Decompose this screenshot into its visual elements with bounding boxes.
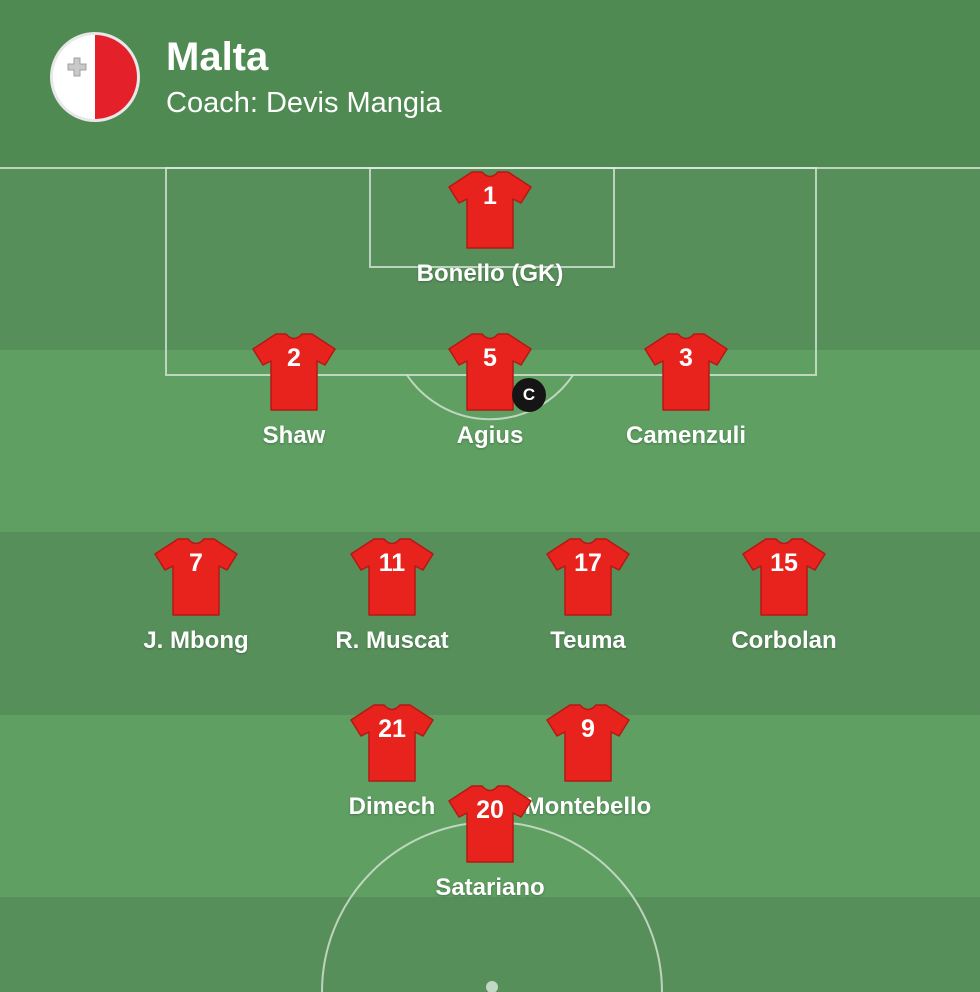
shirt-shape [154, 538, 238, 616]
jersey-icon: 20 [447, 784, 533, 864]
shirt-shape [546, 538, 630, 616]
player-name: Camenzuli [625, 422, 747, 449]
jersey-number: 1 [483, 182, 497, 210]
jersey-icon: 9 [545, 703, 631, 783]
jersey-icon: 2 [251, 332, 337, 412]
player-token[interactable]: 15 Corbolan [684, 537, 884, 655]
player-token[interactable]: 7 J. Mbong [96, 537, 296, 655]
player-name: Dimech [348, 793, 436, 820]
player-token[interactable]: 20 Satariano [390, 784, 590, 902]
jersey-icon: 5 [447, 332, 533, 412]
player-name: Shaw [262, 422, 326, 449]
pitch [0, 167, 980, 992]
player-name: R. Muscat [335, 627, 449, 654]
player-name: J. Mbong [143, 627, 249, 654]
team-name: Malta [166, 35, 269, 79]
shirt-shape [448, 171, 532, 249]
jersey-number: 21 [378, 715, 406, 743]
shirt-shape [742, 538, 826, 616]
george-cross-icon [67, 57, 87, 77]
jersey-icon: 1 [447, 170, 533, 250]
shirt-shape [644, 333, 728, 411]
coach-name: Coach: Devis Mangia [166, 87, 442, 119]
player-name: Montebello [524, 793, 652, 820]
player-token[interactable]: 21 Dimech [292, 703, 492, 821]
player-name: Agius [456, 422, 524, 449]
player-name: Bonello (GK) [416, 260, 564, 287]
jersey-number: 7 [189, 549, 203, 577]
jersey-icon: 15 [741, 537, 827, 617]
player-token[interactable]: 1 Bonello (GK) [390, 170, 590, 288]
center-spot [486, 981, 498, 992]
jersey-icon: 17 [545, 537, 631, 617]
jersey-icon: 11 [349, 537, 435, 617]
jersey-number: 20 [476, 796, 504, 824]
jersey-number: 11 [378, 549, 406, 577]
player-name: Corbolan [731, 627, 837, 654]
player-name: Satariano [435, 874, 545, 901]
jersey-icon: 3 [643, 332, 729, 412]
player-token[interactable]: 3 Camenzuli [586, 332, 786, 450]
player-token[interactable]: 9 Montebello [488, 703, 688, 821]
shirt-shape [350, 704, 434, 782]
jersey-number: 9 [581, 715, 595, 743]
player-token[interactable]: 11 R. Muscat [292, 537, 492, 655]
jersey-number: 3 [679, 344, 693, 372]
shirt-shape [448, 333, 532, 411]
captain-badge: C [512, 378, 546, 412]
player-token[interactable]: 17 Teuma [488, 537, 688, 655]
jersey-number: 2 [287, 344, 301, 372]
player-token[interactable]: 2 Shaw [194, 332, 394, 450]
shirt-shape [252, 333, 336, 411]
jersey-icon: 7 [153, 537, 239, 617]
pitch-stripe [0, 897, 980, 992]
jersey-number: 17 [574, 549, 602, 577]
malta-flag-icon [50, 32, 140, 122]
player-name: Teuma [550, 627, 626, 654]
penalty-arc [406, 374, 574, 421]
team-header: Malta Coach: Devis Mangia [0, 0, 980, 167]
jersey-number: 5 [483, 344, 497, 372]
jersey-icon: 21 [349, 703, 435, 783]
six-yard-box [369, 167, 615, 268]
shirt-shape [350, 538, 434, 616]
jersey-number: 15 [770, 549, 798, 577]
shirt-shape [448, 785, 532, 863]
player-token[interactable]: 5 Agius [390, 332, 590, 450]
shirt-shape [546, 704, 630, 782]
